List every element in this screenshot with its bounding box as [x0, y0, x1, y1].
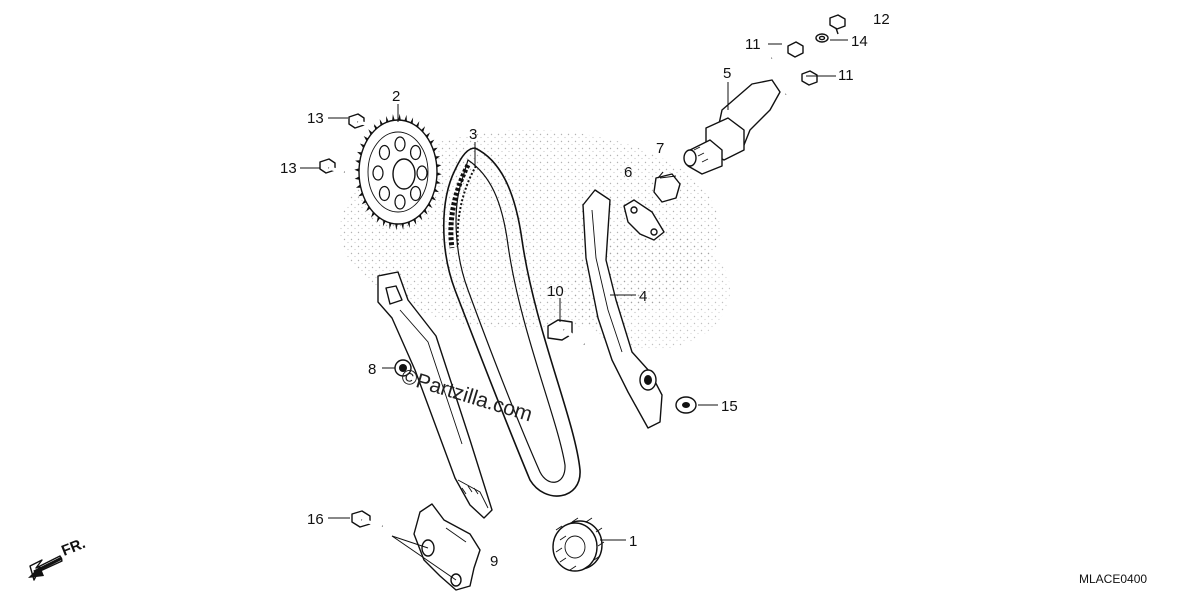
callout-11-lower: 11 [838, 67, 854, 84]
callout-13-lower: 13 [280, 160, 297, 177]
callout-8: 8 [368, 361, 376, 378]
bracket-bolt [351, 510, 383, 528]
tensioner-gasket [623, 199, 665, 241]
tensioner-plug [653, 173, 681, 203]
sprocket-bolt-upper [348, 113, 375, 129]
sealing-washer [815, 33, 829, 43]
leader-lines [300, 39, 848, 581]
callout-6: 6 [624, 164, 632, 181]
gear-hole [416, 165, 428, 181]
cam-chain-guide [377, 271, 493, 519]
callout-3: 3 [469, 126, 477, 143]
callout-5: 5 [723, 65, 731, 82]
crank-sprocket [552, 517, 605, 572]
gear-hole [372, 165, 384, 181]
sprocket-bolt-lower [319, 158, 345, 174]
tensioner-slipper [582, 189, 663, 429]
callout-9: 9 [490, 553, 498, 570]
tensioner-bolt-upper [771, 41, 804, 60]
callout-12: 12 [873, 11, 890, 28]
tensioner-lifter [683, 79, 781, 175]
callout-11-upper: 11 [745, 36, 761, 53]
gear-hole [378, 144, 391, 161]
callout-1: 1 [629, 533, 637, 550]
slipper-washer [675, 396, 697, 414]
gear-hole [378, 185, 391, 202]
diagram-code: MLACE0400 [1079, 572, 1147, 586]
callout-16: 16 [307, 511, 324, 528]
callout-14: 14 [851, 33, 868, 50]
gear-lightening-holes [372, 136, 428, 210]
guide-collar [394, 359, 412, 377]
gear-hole [409, 185, 422, 202]
callout-2: 2 [392, 88, 400, 105]
gear-hole [409, 144, 422, 161]
watermark: ©Partzilla.com [399, 365, 535, 427]
cam-chain [442, 147, 581, 497]
callout-13-upper: 13 [307, 110, 324, 127]
callout-10: 10 [547, 283, 564, 300]
sealing-bolt [829, 14, 846, 35]
front-label: FR. [59, 535, 88, 560]
callout-4: 4 [639, 288, 647, 305]
pivot-bolt [547, 319, 586, 346]
gear-hole [394, 136, 406, 152]
tensioner-bolt-lower [784, 70, 818, 96]
callout-7: 7 [656, 140, 664, 157]
arrow-down-left-icon [28, 555, 63, 581]
gear-hole [394, 194, 406, 210]
callout-15: 15 [721, 398, 738, 415]
callout-labels: 2 13 13 3 4 5 6 7 8 9 10 11 11 12 14 15 … [280, 11, 890, 570]
cam-sprocket-gear [354, 113, 442, 231]
front-direction-indicator: FR. [28, 535, 88, 581]
